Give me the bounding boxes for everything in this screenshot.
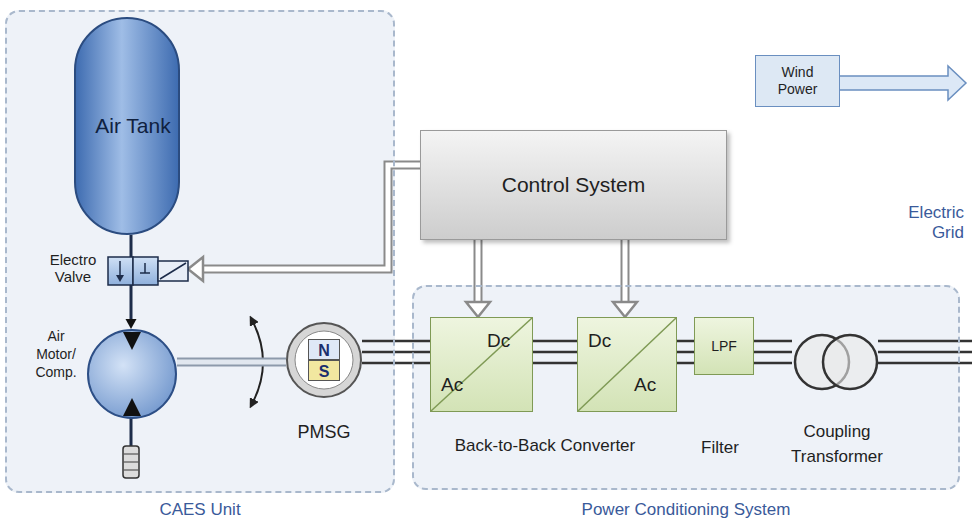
motor-label: Air Motor/ Comp.: [27, 327, 85, 382]
pcs-region: Power Conditioning SystemDcAcDcAcLPFFilt…: [412, 285, 960, 490]
muffler: [123, 446, 139, 478]
pcs-region-fill: [412, 285, 960, 490]
hollow-connector: [466, 240, 490, 317]
pmsg-symbol: [287, 323, 361, 397]
grid-label: Electric Grid: [880, 203, 964, 244]
caes-region-fill: [5, 10, 395, 493]
transformer-symbol: [795, 335, 877, 389]
lpf-label: LPF: [695, 338, 753, 355]
filter-label: Filter: [675, 438, 765, 458]
wind-power-box: Wind Power: [755, 55, 840, 107]
node-outline: [431, 318, 534, 413]
air-motor: Air Motor/ Comp.: [27, 329, 177, 419]
hollow-connector: [613, 240, 637, 317]
control-label: Control System: [421, 172, 726, 197]
three-connector: [677, 341, 694, 363]
transformer-label: Coupling Transformer: [777, 420, 897, 469]
exhaust-pipe: [130, 417, 133, 446]
pmsg-generator: NSPMSG: [286, 322, 362, 398]
motor-symbol: [88, 330, 176, 418]
pipe-connector: [131, 235, 132, 257]
pole-south: S: [308, 360, 340, 381]
three-connector: [754, 341, 792, 363]
ac-label: Ac: [634, 374, 656, 397]
inverter-box: DcAc: [577, 317, 677, 412]
shaft-connector: [177, 362, 286, 363]
converter-diagonal: [578, 318, 676, 411]
region-title: Power Conditioning System: [414, 500, 958, 520]
three-connector: [362, 341, 430, 363]
pole-north: N: [308, 339, 340, 360]
ac-label: Ac: [441, 374, 463, 397]
filter-box: LPFFilter: [694, 317, 754, 375]
wind-power-arrow: [836, 66, 966, 100]
hollow-connector: [188, 165, 420, 281]
coupling-transformer: Coupling Transformer: [792, 332, 880, 392]
node-outline: [792, 332, 880, 392]
caes-unit-region: CAES UnitAir TankElectro ValveAir Motor/…: [5, 10, 395, 493]
dc-label: Dc: [487, 330, 510, 353]
control-box: Control System: [420, 130, 727, 240]
pipe-connector: [126, 285, 137, 329]
muffler-ribs: [123, 454, 139, 470]
wind-label: Wind Power: [756, 64, 839, 98]
pmsg-label: PMSG: [266, 422, 382, 444]
tank-label: Air Tank: [74, 113, 192, 138]
valve-label: Electro Valve: [42, 251, 104, 286]
air-tank: Air Tank: [74, 17, 192, 235]
grid-lines: [878, 341, 972, 363]
dc-label: Dc: [588, 330, 611, 353]
converter-caption: Back-to-Back Converter: [425, 436, 665, 456]
valve-symbol: [108, 257, 188, 285]
electro-valve: Electro Valve: [42, 257, 188, 285]
three-connector: [533, 341, 577, 363]
converter-diagonal: [431, 318, 532, 411]
region-title: CAES Unit: [7, 500, 393, 520]
rectifier-box: DcAc: [430, 317, 533, 412]
